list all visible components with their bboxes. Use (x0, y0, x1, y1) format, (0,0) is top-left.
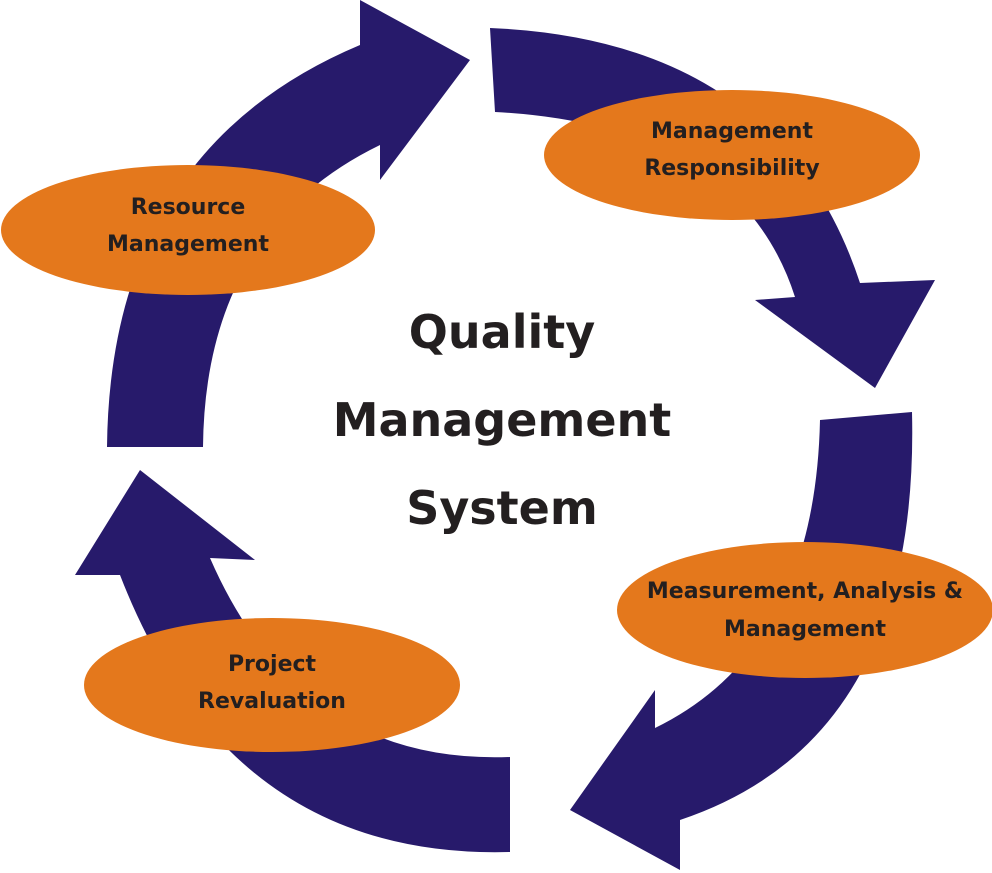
stage-measurement-analysis: Measurement, Analysis & Management (617, 542, 992, 678)
cycle-arrow-resource-to-responsibility (107, 0, 470, 447)
stage-label: Project (228, 652, 317, 677)
svg-text:Responsibility: Responsibility (644, 156, 819, 181)
svg-text:Management: Management (651, 119, 813, 144)
svg-text:Resource: Resource (131, 195, 246, 220)
svg-text:Project: Project (228, 652, 317, 677)
title-line: System (406, 481, 598, 535)
svg-text:Quality: Quality (409, 305, 595, 359)
stage-label: Resource (131, 195, 246, 220)
svg-text:Management: Management (333, 393, 672, 447)
svg-text:System: System (406, 481, 598, 535)
center-title: Quality Management System (333, 305, 672, 535)
stage-label: Management (107, 232, 269, 257)
title-line: Management (333, 393, 672, 447)
stage-label: Revaluation (198, 689, 346, 714)
svg-text:Management: Management (107, 232, 269, 257)
svg-text:Measurement, Analysis &: Measurement, Analysis & (647, 579, 963, 604)
stage-project-revaluation: Project Revaluation (84, 618, 460, 752)
stage-label: Responsibility (644, 156, 819, 181)
cycle-arrow-revaluation-to-resource (75, 470, 510, 853)
cycle-arrow-measurement-to-revaluation (570, 412, 913, 870)
svg-text:Management: Management (724, 617, 886, 642)
stage-label: Measurement, Analysis & (647, 579, 963, 604)
title-line: Quality (409, 305, 595, 359)
stage-management-responsibility: Management Responsibility (544, 90, 920, 220)
svg-text:Revaluation: Revaluation (198, 689, 346, 714)
stage-label: Management (724, 617, 886, 642)
stage-label: Management (651, 119, 813, 144)
stage-resource-management: Resource Management (1, 165, 375, 295)
